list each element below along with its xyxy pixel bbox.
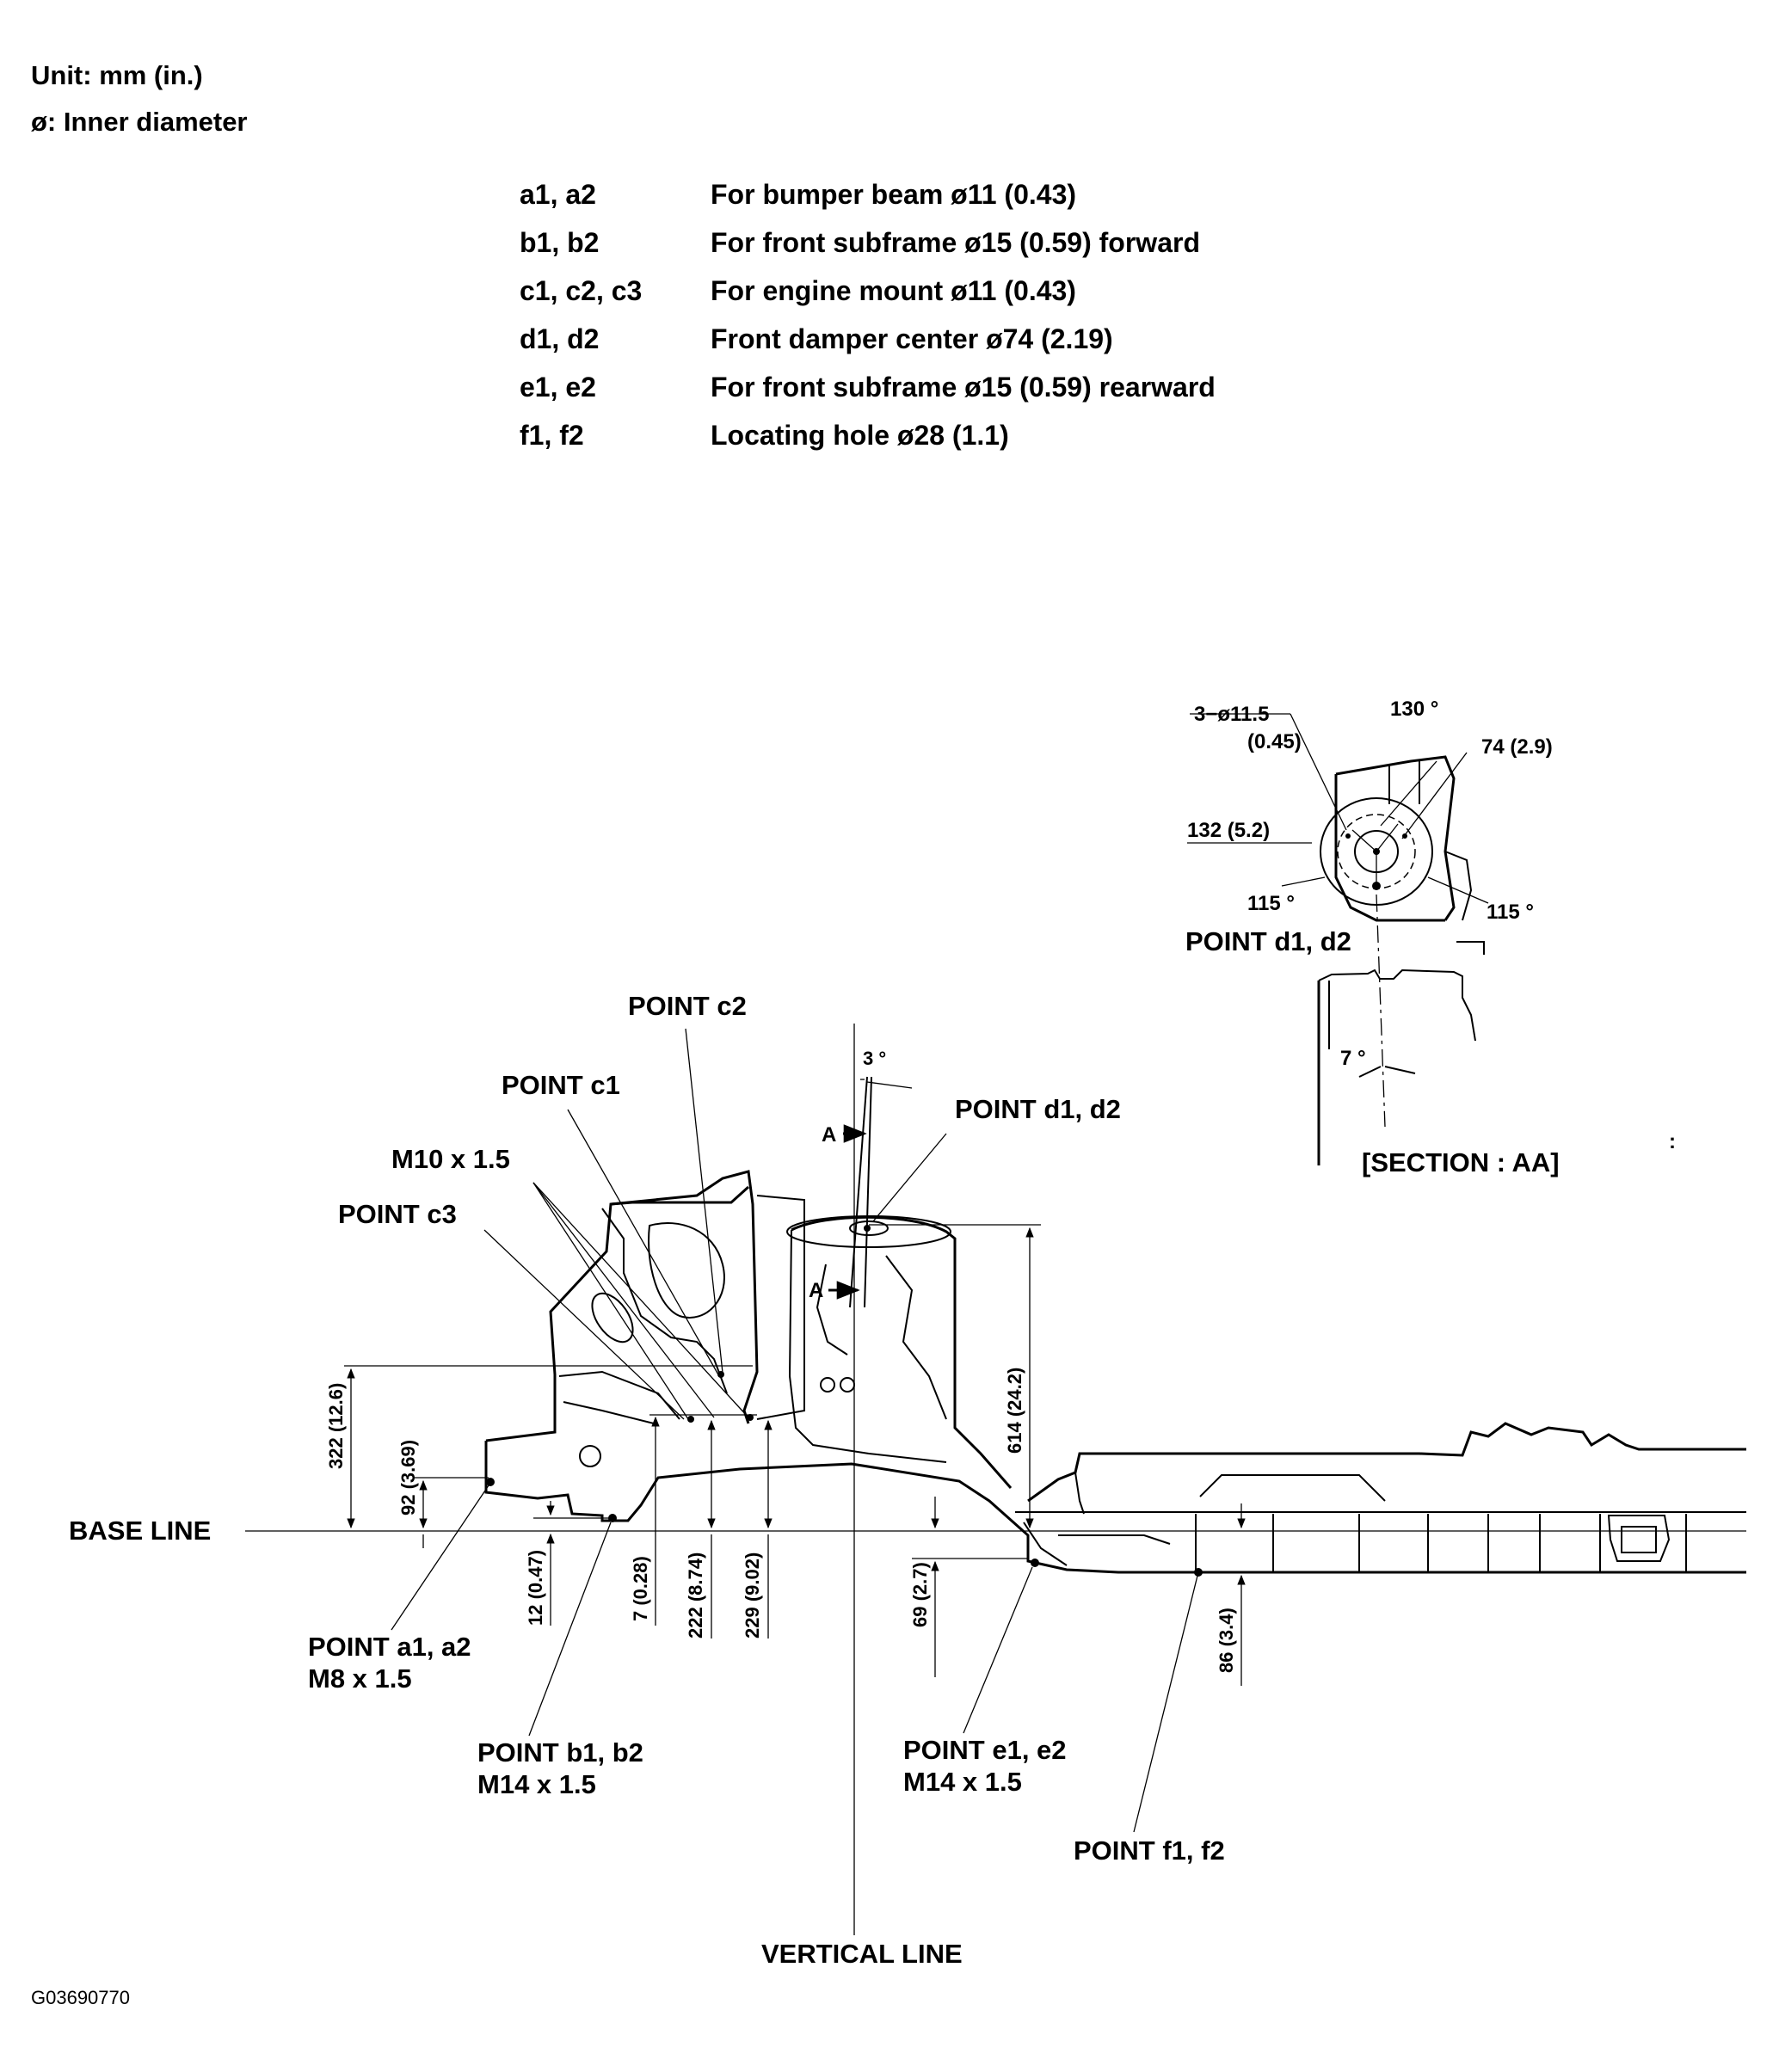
tilt-indicator: 3 ° A A [809, 1048, 913, 1308]
dim-322: 322 (12.6) [325, 1383, 347, 1469]
section-title: [SECTION : AA] [1362, 1147, 1560, 1177]
legend-desc: For engine mount ø11 (0.43) [711, 274, 1076, 306]
dim-69: 69 (2.7) [909, 1562, 931, 1627]
section-holes-in: (0.45) [1247, 730, 1302, 753]
dim-7: 7 (0.28) [630, 1556, 651, 1621]
vertical-line-label: VERTICAL LINE [761, 1939, 963, 1969]
m10-thread-label: M10 x 1.5 [391, 1144, 510, 1174]
point-d-label: POINT d1, d2 [955, 1094, 1121, 1124]
legend-row: e1, e2 For front subframe ø15 (0.59) rear… [520, 363, 1216, 411]
point-b-thread: M14 x 1.5 [477, 1769, 596, 1799]
legend-key: c1, c2, c3 [520, 274, 643, 306]
point-e-thread: M14 x 1.5 [903, 1767, 1022, 1797]
point-a-dot [486, 1478, 495, 1486]
section-diameter: 132 (5.2) [1187, 819, 1270, 842]
legend-row: b1, b2 For front subframe ø15 (0.59) forw… [520, 218, 1216, 267]
dim-86: 86 (3.4) [1216, 1608, 1237, 1673]
point-c2-dot [747, 1414, 754, 1421]
legend-row: c1, c2, c3 For engine mount ø11 (0.43) [520, 267, 1216, 315]
point-f-dot [1194, 1568, 1203, 1577]
section-aa-detail [1187, 713, 1489, 1165]
legend-key: e1, e2 [520, 371, 596, 403]
section-tilt: 7 ° [1340, 1047, 1366, 1070]
measurement-points [486, 1225, 1203, 1577]
legend-desc: For front subframe ø15 (0.59) rearward [711, 371, 1216, 403]
point-a-thread: M8 x 1.5 [308, 1663, 412, 1694]
legend-key: a1, a2 [520, 178, 596, 210]
tilt-angle: 3 ° [863, 1048, 886, 1069]
leader-lines [391, 1028, 1198, 1833]
point-c3-label: POINT c3 [338, 1199, 457, 1229]
point-c1-label: POINT c1 [502, 1070, 620, 1100]
figure-id: G03690770 [31, 1987, 130, 2008]
section-radius: 74 (2.9) [1481, 735, 1553, 759]
dim-222: 222 (8.74) [685, 1552, 706, 1639]
base-line-label: BASE LINE [69, 1516, 211, 1546]
point-f-label: POINT f1, f2 [1074, 1835, 1225, 1866]
legend-row: d1, d2 Front damper center ø74 (2.19) [520, 315, 1216, 363]
point-e-label: POINT e1, e2 [903, 1735, 1067, 1765]
point-a-label: POINT a1, a2 [308, 1632, 471, 1662]
section-angle-right: 115 ° [1487, 901, 1534, 924]
section-angle-top: 130 ° [1390, 698, 1438, 721]
section-holes: 3−ø11.5 [1194, 703, 1269, 726]
point-e-dot [1031, 1559, 1039, 1567]
dim-229: 229 (9.02) [742, 1552, 763, 1639]
section-marker-top: A [822, 1123, 836, 1147]
front-frame-outline [484, 1170, 1746, 1574]
dimension-lines [344, 1224, 1256, 1686]
point-c2-label: POINT c2 [628, 991, 747, 1021]
legend-desc: Locating hole ø28 (1.1) [711, 419, 1009, 451]
legend-row: f1, f2 Locating hole ø28 (1.1) [520, 411, 1216, 459]
section-point-d-label: POINT d1, d2 [1185, 926, 1351, 956]
legend-table: a1, a2 For bumper beam ø11 (0.43) b1, b2 F… [520, 170, 1216, 459]
unit-note: Unit: mm (in.) [31, 60, 203, 90]
section-angle-left: 115 ° [1247, 892, 1295, 915]
legend-desc: For bumper beam ø11 (0.43) [711, 178, 1077, 210]
point-c3-dot [687, 1416, 694, 1423]
section-marker-bottom: A [809, 1279, 823, 1302]
dim-12: 12 (0.47) [525, 1550, 546, 1626]
diameter-note: ø: Inner diameter [31, 107, 248, 137]
point-b-label: POINT b1, b2 [477, 1737, 643, 1768]
dim-614: 614 (24.2) [1004, 1368, 1025, 1454]
legend-key: f1, f2 [520, 419, 584, 451]
legend-key: d1, d2 [520, 323, 600, 354]
dim-92: 92 (3.69) [397, 1440, 419, 1516]
stray-mark: : [1669, 1130, 1676, 1153]
legend-row: a1, a2 For bumper beam ø11 (0.43) [520, 170, 1216, 218]
point-b-dot [608, 1514, 617, 1522]
legend-desc: For front subframe ø15 (0.59) forward [711, 226, 1200, 258]
legend-desc: Front damper center ø74 (2.19) [711, 323, 1113, 354]
legend-key: b1, b2 [520, 226, 600, 258]
